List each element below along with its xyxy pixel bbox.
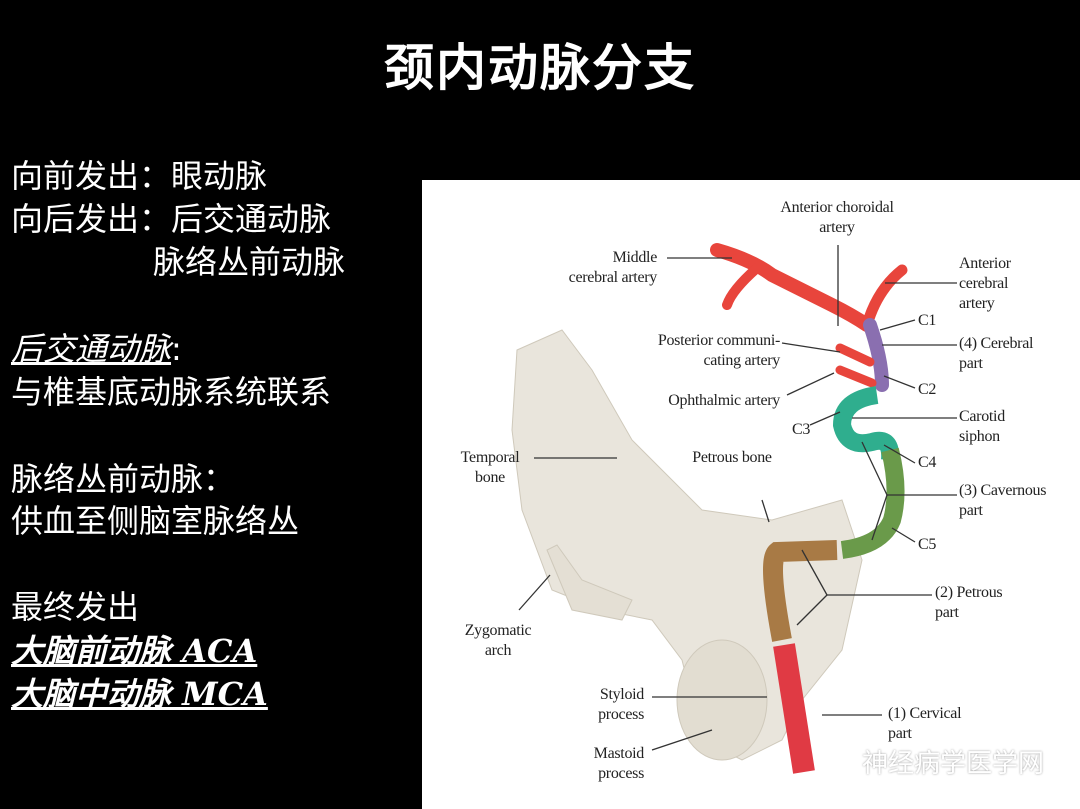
pcom-colon: :	[171, 330, 182, 368]
text-forward: 向前发出：眼动脉	[11, 157, 268, 195]
ophthalmic-vessel	[835, 365, 877, 388]
mastoid-shape	[676, 639, 768, 761]
text-backward: 向后发出：后交通动脉	[11, 200, 332, 238]
label-petrous-bone: Petrous bone	[692, 449, 772, 466]
mca-branch	[722, 263, 762, 310]
mca-vessel	[710, 243, 874, 332]
pcom-vessel	[835, 343, 875, 367]
petrous-vessel	[763, 540, 838, 642]
cervical-vessel	[773, 643, 815, 774]
siphon-vessel	[832, 386, 900, 461]
mca-text: 大脑中动脉 MCA	[11, 675, 268, 713]
zygomatic-arch-shape	[546, 544, 633, 621]
label-ophthalmic: Ophthalmic artery	[668, 392, 780, 409]
label-c5: C5	[918, 536, 937, 553]
label-c4: C4	[918, 454, 937, 471]
cavernous-vessel	[840, 447, 905, 559]
cerebral-part-vessel	[863, 318, 889, 392]
achor-desc: 供血至侧脑室脉络丛	[11, 502, 300, 540]
pcom-desc: 与椎基底动脉系统联系	[11, 373, 332, 411]
label-c2: C2	[918, 381, 937, 398]
watermark: 神经病学医学网	[822, 743, 1044, 780]
label-c3: C3	[792, 421, 811, 438]
pcom-heading: 后交通动脉	[11, 330, 172, 368]
pcom-heading-row: 后交通动脉:	[11, 328, 182, 371]
wechat-icon	[822, 748, 856, 774]
slide-title: 颈内动脉分支	[384, 39, 696, 97]
aca-vessel	[861, 264, 908, 331]
diagram-art	[511, 243, 957, 774]
aca-text: 大脑前动脉 ACA	[11, 632, 258, 670]
label-c1: C1	[918, 312, 937, 329]
leader-lines	[518, 245, 957, 751]
watermark-text: 神经病学医学网	[862, 749, 1045, 779]
text-backward-2: 脉络丛前动脉	[153, 243, 346, 281]
achor-heading: 脉络丛前动脉：	[11, 460, 236, 498]
final-heading: 最终发出	[11, 588, 140, 626]
label-pcom: Posterior communi-cating artery	[657, 332, 780, 369]
